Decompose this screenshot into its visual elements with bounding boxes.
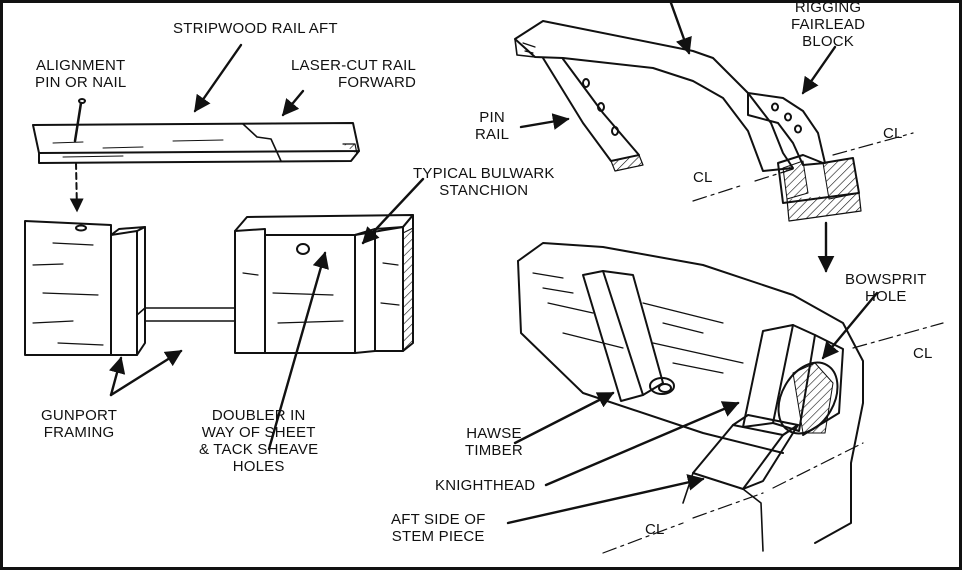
label-bowsprit-hole: BOWSPRIT HOLE	[845, 271, 927, 305]
label-aft-side-stem: AFT SIDE OF STEM PIECE	[391, 511, 486, 545]
label-knighthead: KNIGHTHEAD	[435, 477, 536, 494]
label-alignment-pin: ALIGNMENT PIN OR NAIL	[35, 57, 127, 91]
label-cl-mid-right: CL	[913, 345, 933, 362]
label-rigging-fairlead-block: RIGGING FAIRLEAD BLOCK	[791, 0, 866, 50]
bow-assembly	[517, 242, 944, 554]
label-laser-cut-rail: LASER-CUT RAIL FORWARD	[291, 57, 417, 91]
alignment-pin	[69, 98, 86, 213]
label-typical-bulwark-stanchion: TYPICAL BULWARK STANCHION	[413, 165, 555, 199]
pin-rail-assembly	[514, 20, 914, 222]
label-hawse-timber: HAWSE TIMBER	[465, 425, 523, 459]
label-stripwood-rail-aft: STRIPWOOD RAIL AFT	[173, 20, 338, 37]
diagram-drawing	[24, 3, 944, 554]
label-doubler: DOUBLER IN WAY OF SHEET & TACK SHEAVE HO…	[199, 407, 319, 475]
leader-arrows	[108, 3, 879, 525]
label-cl-bottom: CL	[645, 521, 665, 538]
bulwark-assembly	[24, 214, 414, 356]
label-cl-top-left: CL	[693, 169, 713, 186]
label-cl-top-right: CL	[883, 125, 903, 142]
label-gunport-framing: GUNPORT FRAMING	[41, 407, 118, 441]
label-pin-rail: PIN RAIL	[475, 109, 510, 143]
stripwood-rail	[32, 122, 360, 164]
